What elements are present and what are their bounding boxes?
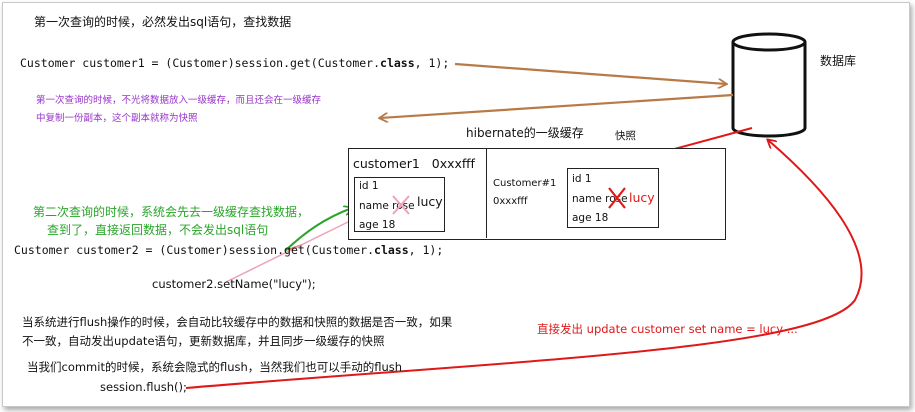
cache-copy-note-2: 中复制一份副本，这个副本就称为快照 [36, 113, 198, 124]
setname-link [225, 219, 353, 283]
query-arrow [454, 62, 726, 84]
snapshot-age: age 18 [572, 212, 609, 224]
strike-x-icon [608, 187, 626, 209]
snapshot-id: id 1 [572, 173, 592, 185]
cached-object-name: name rose [359, 200, 415, 212]
database-cylinder-icon [731, 32, 807, 138]
first-query-note: 第一次查询的时候，必然发出sql语句，查找数据 [34, 15, 292, 29]
code-part: , 1); [414, 56, 450, 70]
flush-note-2: 不一致，自动发出update语句，更新数据库，并且同步一级缓存的快照 [22, 334, 385, 348]
commit-note: 当我们commit的时候，系统会隐式的flush，当然我们也可以手动的flush [27, 360, 403, 374]
ref-name: customer1 [353, 156, 420, 171]
code-part: , 1); [408, 243, 444, 257]
second-query-note-1: 第二次查询的时候，系统会先去一级缓存查找数据， [33, 205, 310, 219]
set-name-code: customer2.setName("lucy"); [152, 277, 316, 291]
strike-x-icon [392, 195, 410, 215]
snapshot-box [567, 168, 659, 228]
ref-addr: 0xxxfff [431, 156, 475, 171]
get-customer2-code: Customer customer2 = (Customer)session.g… [14, 243, 444, 257]
get-customer1-code: Customer customer1 = (Customer)session.g… [20, 56, 450, 70]
code-keyword: class [374, 243, 409, 257]
code-part: Customer customer1 = (Customer)session.g… [20, 56, 381, 70]
flush-note-1: 当系统进行flush操作的时候，会自动比较缓存中的数据和快照的数据是否一致，如果 [22, 315, 453, 329]
cached-object-new-name: lucy [417, 194, 443, 209]
database-label: 数据库 [820, 54, 857, 68]
flush-update-arrow [185, 140, 863, 389]
second-query-note-2: 查到了，直接返回数据，不会发出sql语句 [47, 223, 269, 237]
flush-code: session.flush(); [100, 380, 187, 394]
code-part: Customer customer2 = (Customer)session.g… [14, 243, 375, 257]
cached-object-age: age 18 [359, 219, 396, 231]
cached-object-id: id 1 [359, 180, 379, 192]
return-arrow [380, 93, 734, 118]
cache-title: hibernate的一级缓存 [466, 126, 584, 140]
update-sql-note: 直接发出 update customer set name = lucy ... [537, 322, 798, 336]
snapshot-new-name: lucy [629, 190, 655, 205]
snapshot-label: 快照 [615, 130, 636, 142]
customer1-ref: customer1 0xxxfff [353, 156, 475, 171]
cache-divider [486, 148, 487, 238]
entity-key: Customer#1 [493, 178, 557, 189]
entity-addr: 0xxxfff [493, 196, 528, 207]
cache-lookup-arrow [284, 208, 352, 252]
code-keyword: class [380, 56, 415, 70]
cache-copy-note-1: 第一次查询的时候，不光将数据放入一级缓存，而且还会在一级缓存 [36, 95, 322, 106]
